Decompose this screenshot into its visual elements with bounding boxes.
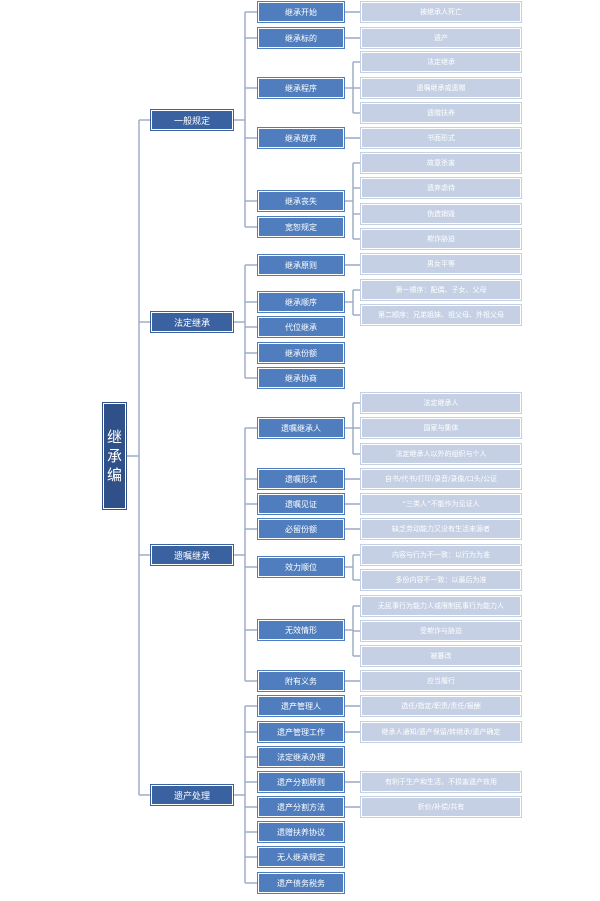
detail-node: 被篡改 [360,645,522,667]
detail-node: 法定继承 [360,51,522,73]
detail-node: 书面形式 [360,127,522,149]
topic-node: 必留份额 [257,518,345,540]
detail-node: 欺诈胁迫 [360,228,522,250]
topic-node: 附有义务 [257,670,345,692]
topic-node: 无人继承规定 [257,846,345,868]
topic-node: 遗嘱继承人 [257,417,345,439]
topic-node: 继承份额 [257,342,345,364]
topic-node: 宽恕规定 [257,216,345,238]
detail-node: 伪造销毁 [360,203,522,225]
detail-node: 遗产 [360,27,522,49]
detail-node: 无民事行为能力人或限制民事行为能力人 [360,595,522,617]
branch-node: 一般规定 [150,109,234,131]
branch-node: 遗嘱继承 [150,544,234,566]
detail-node: 折价/补偿/共有 [360,796,522,818]
topic-node: 效力顺位 [257,556,345,578]
detail-node: 第二顺序：兄弟姐妹、祖父母、外祖父母 [360,304,522,326]
detail-node: 选任/指定/职责/责任/报酬 [360,695,522,717]
topic-node: 继承协商 [257,367,345,389]
topic-node: 法定继承办理 [257,746,345,768]
detail-node: 继承人通知/遗产保留/转继承/遗产确定 [360,721,522,743]
root-node: 继承编 [102,402,127,510]
topic-node: 遗产管理人 [257,695,345,717]
detail-node: 男女平等 [360,253,522,275]
detail-node: 多份内容不一致：以最后为准 [360,569,522,591]
detail-node: 第一顺序：配偶、子女、父母 [360,279,522,301]
detail-node: 法定继承人以外的组织与个人 [360,443,522,465]
topic-node: 继承丧失 [257,190,345,212]
detail-node: 有利于生产和生活，不损害遗产效用 [360,771,522,793]
topic-node: 继承原则 [257,254,345,276]
topic-node: 继承顺序 [257,291,345,313]
detail-node: 国家与集体 [360,417,522,439]
topic-node: 继承程序 [257,77,345,99]
topic-node: 遗产管理工作 [257,721,345,743]
topic-node: 继承放弃 [257,127,345,149]
detail-node: 故意杀害 [360,152,522,174]
detail-node: 被继承人死亡 [360,1,522,23]
branch-node: 法定继承 [150,311,234,333]
topic-node: 遗嘱形式 [257,468,345,490]
detail-node: 自书/代书/打印/录音/录像/口头/公证 [360,468,522,490]
detail-node: 遗弃虐待 [360,177,522,199]
detail-node: “三类人”不能作为见证人 [360,493,522,515]
topic-node: 遗产分割原则 [257,771,345,793]
topic-node: 遗产债务税务 [257,872,345,894]
detail-node: 应当履行 [360,670,522,692]
branch-node: 遗产处理 [150,784,234,806]
detail-node: 法定继承人 [360,392,522,414]
topic-node: 继承标的 [257,27,345,49]
topic-node: 遗嘱见证 [257,493,345,515]
detail-node: 内容与行为不一致：以行为为准 [360,544,522,566]
topic-node: 代位继承 [257,316,345,338]
detail-node: 受欺诈与胁迫 [360,620,522,642]
topic-node: 继承开始 [257,1,345,23]
topic-node: 无效情形 [257,619,345,641]
detail-node: 遗嘱继承或遗赠 [360,77,522,99]
detail-node: 遗赠扶养 [360,102,522,124]
topic-node: 遗赠扶养协议 [257,821,345,843]
topic-node: 遗产分割方法 [257,796,345,818]
detail-node: 缺乏劳动能力又没有生活来源者 [360,518,522,540]
